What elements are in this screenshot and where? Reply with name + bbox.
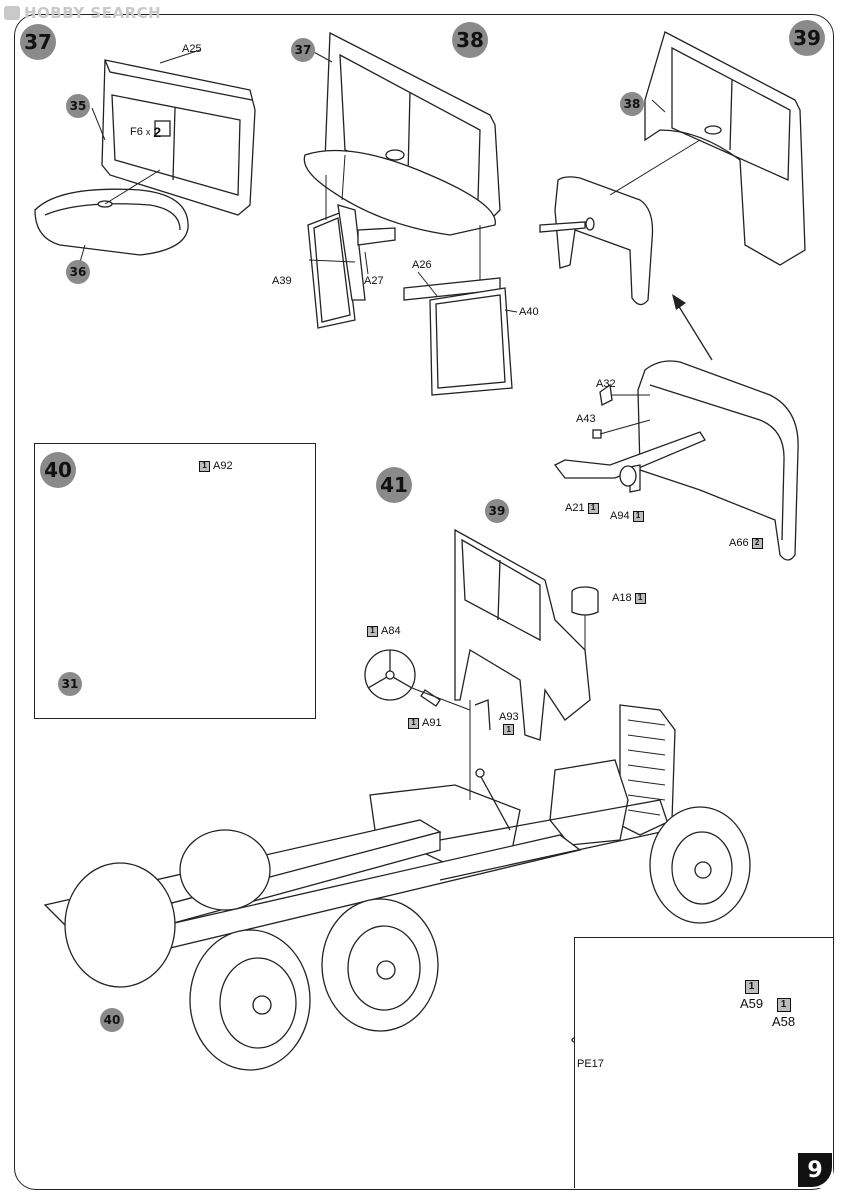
callout-39: 39 xyxy=(485,499,509,523)
callout-37: 37 xyxy=(291,38,315,62)
hobby-search-logo-icon xyxy=(4,6,20,20)
watermark-text: HOBBY SEARCH xyxy=(24,4,162,22)
qty-box: 1 xyxy=(634,592,646,604)
quantity-number: 2 xyxy=(153,124,162,140)
qty-box: 1 xyxy=(776,998,791,1012)
qty-box: 1 xyxy=(587,502,599,514)
label-a26: A26 xyxy=(412,259,432,271)
watermark: HOBBY SEARCH xyxy=(4,4,161,22)
qty-box: 1 xyxy=(632,510,644,522)
step-40-badge: 40 xyxy=(40,452,76,488)
step-41-badge: 41 xyxy=(376,467,412,503)
step-37-badge: 37 xyxy=(20,24,56,60)
step41-drawing xyxy=(43,528,751,1071)
callout-31: 31 xyxy=(58,672,82,696)
label-f6: F6 x 2 xyxy=(130,124,162,140)
callout-36: 36 xyxy=(66,260,90,284)
step38-drawing xyxy=(303,31,518,396)
quantity-x: x xyxy=(145,127,151,137)
qty-box: 1 xyxy=(408,717,419,729)
label-a39: A39 xyxy=(272,275,292,287)
qty-box: 2 xyxy=(751,537,763,549)
step-38-badge: 38 xyxy=(452,22,488,58)
label-a25: A25 xyxy=(182,43,202,55)
step37-drawing xyxy=(34,49,256,263)
qty-box: 1 xyxy=(744,980,759,994)
step-39-badge: 39 xyxy=(789,20,825,56)
label-a32: A32 xyxy=(596,378,616,390)
label-pe17: PE17 xyxy=(577,1058,604,1070)
page-frame xyxy=(14,14,834,1190)
qty-box: 1 xyxy=(199,460,210,472)
label-a43: A43 xyxy=(576,413,596,425)
assembly-arrow xyxy=(672,294,713,361)
callout-35: 35 xyxy=(66,94,90,118)
step39-drawing xyxy=(539,31,806,306)
callout-38: 38 xyxy=(620,92,644,116)
label-a40: A40 xyxy=(519,306,539,318)
qty-box: 1 xyxy=(503,724,515,735)
qty-box: 1 xyxy=(367,625,378,637)
firewall-subassembly-drawing xyxy=(554,360,799,561)
label-a27: A27 xyxy=(364,275,384,287)
detail-inset-box xyxy=(574,937,833,1188)
step40-inset-box xyxy=(34,443,316,719)
callout-40: 40 xyxy=(100,1008,124,1032)
